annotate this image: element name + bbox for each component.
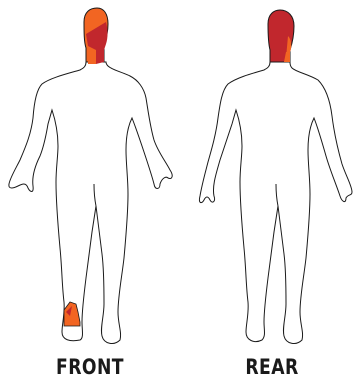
front-neck-severe-zone bbox=[96, 50, 104, 64]
rear-figure bbox=[199, 10, 352, 343]
front-label: FRONT bbox=[49, 355, 131, 379]
front-neck-zone bbox=[88, 52, 96, 64]
rear-label: REAR bbox=[231, 355, 313, 379]
rear-head bbox=[268, 10, 294, 62]
rear-body-outline bbox=[199, 62, 352, 343]
front-figure bbox=[9, 8, 172, 343]
front-body-outline bbox=[9, 62, 172, 343]
